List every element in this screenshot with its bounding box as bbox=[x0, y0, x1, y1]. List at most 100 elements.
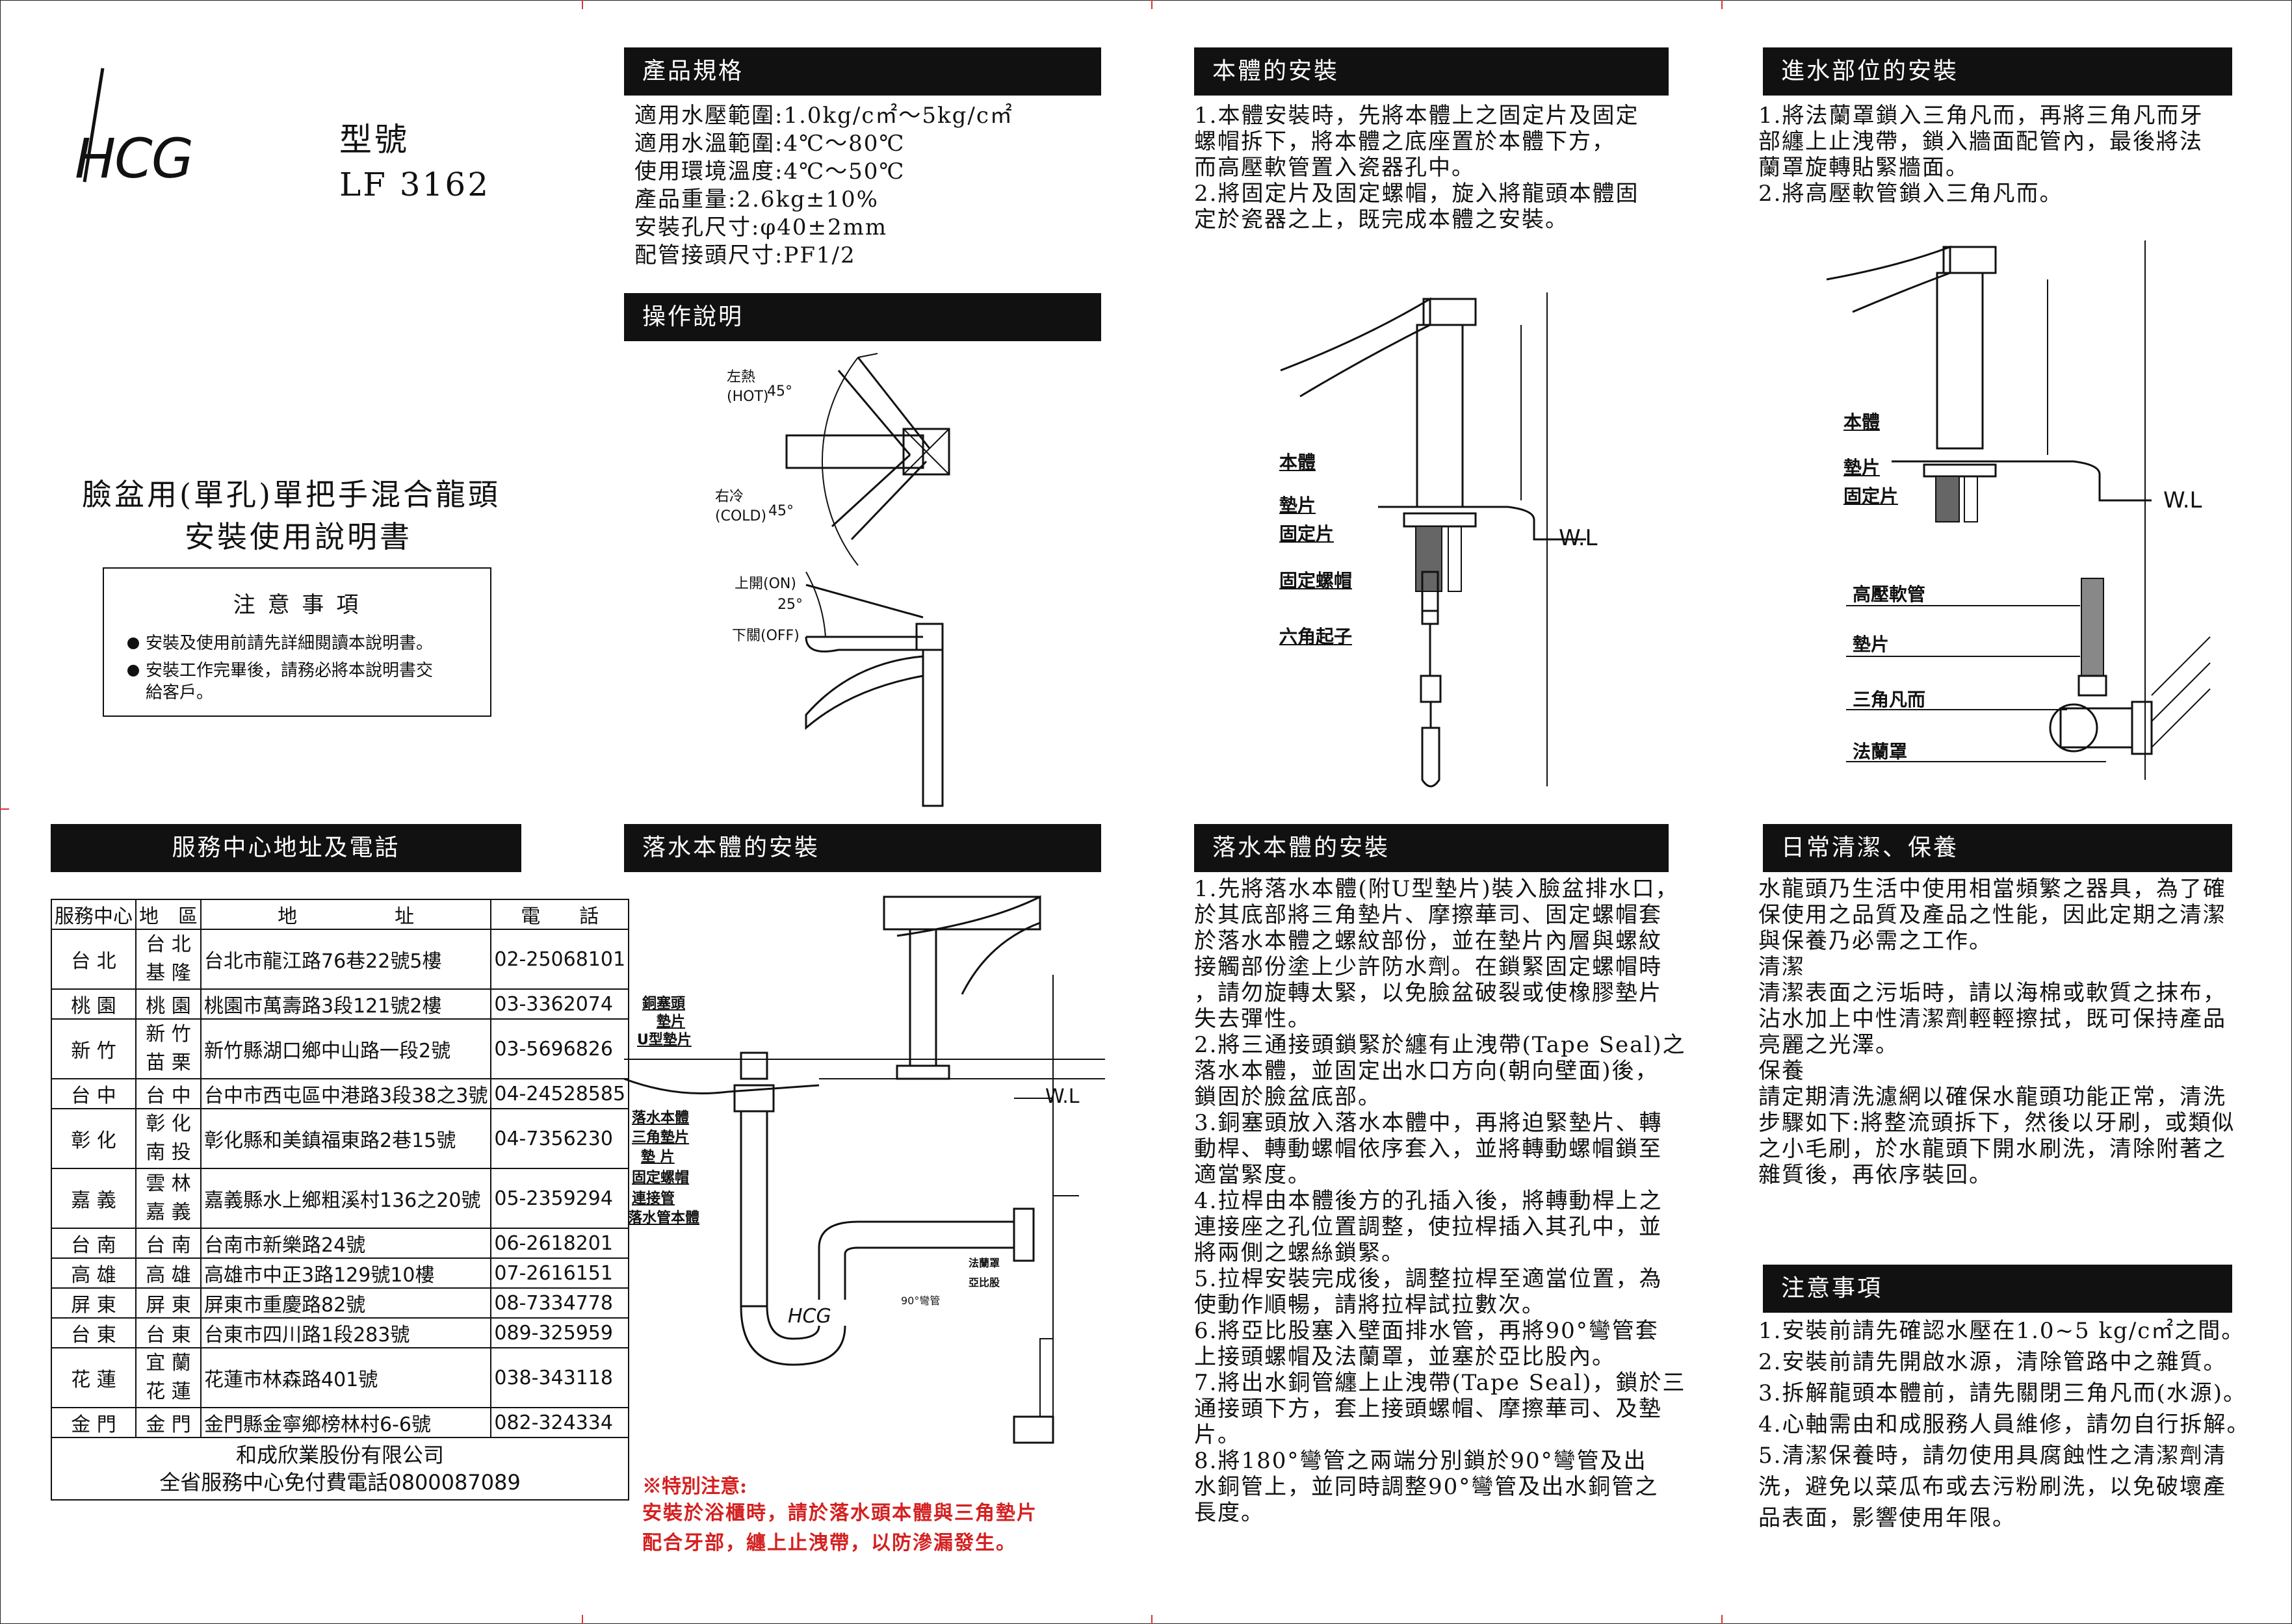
center-cell: 高 雄 bbox=[51, 1257, 137, 1289]
address-cell: 彰化縣和美鎮福東路2巷15號 bbox=[200, 1108, 492, 1169]
notice-box: 注 意 事 項 安裝及使用前請先詳細閱讀本說明書。 安裝工作完畢後，請務必將本說… bbox=[103, 567, 491, 717]
company-cell: 和成欣業股份有限公司 全省服務中心免付費電話0800087089 bbox=[50, 1437, 630, 1501]
center-cell: 台 東 bbox=[51, 1317, 137, 1348]
address-cell: 金門縣金寧鄉榜林村6-6號 bbox=[200, 1407, 492, 1438]
phone-cell: 07-2616151 bbox=[490, 1257, 630, 1289]
notice-item: 安裝及使用前請先詳細閱讀本說明書。 bbox=[146, 634, 434, 653]
spec-line: 安裝孔尺寸:φ40±2mm bbox=[634, 214, 888, 240]
center-cell: 花 蓮 bbox=[51, 1347, 137, 1408]
phone-cell: 04-24528585 bbox=[490, 1078, 630, 1109]
address-cell: 嘉義縣水上鄉粗溪村136之20號 bbox=[200, 1168, 492, 1229]
body-part-label: 固定螺帽 bbox=[1279, 570, 1353, 591]
body-part-label: 六角起子 bbox=[1279, 626, 1353, 647]
service-header: 服務中心地址及電話 bbox=[51, 824, 521, 872]
column-header: 地 址 bbox=[200, 899, 492, 930]
address-cell: 屏東市重慶路82號 bbox=[200, 1287, 492, 1319]
drain-steps-text: 1.先將落水本體(附U型墊片)裝入臉盆排水口， 於其底部將三角墊片、摩擦華司、固… bbox=[1194, 876, 1686, 1526]
notice-item: 安裝工作完畢後，請務必將本說明書交 給客戶。 bbox=[146, 661, 434, 702]
region-cell: 台 北 基 隆 bbox=[135, 929, 202, 990]
address-cell: 台東市四川路1段283號 bbox=[200, 1317, 492, 1348]
region-cell: 彰 化 南 投 bbox=[135, 1108, 202, 1169]
phone-cell: 06-2618201 bbox=[490, 1228, 630, 1259]
table-row: 金 門 金 門 金門縣金寧鄉榜林村6-6號 082-324334 bbox=[51, 1407, 630, 1438]
drain-part-label: 固定螺帽 bbox=[632, 1170, 690, 1186]
drain-part-label: 銅塞頭 bbox=[642, 996, 686, 1012]
notes-header: 注意事項 bbox=[1763, 1265, 2232, 1313]
center-cell: 桃 園 bbox=[51, 988, 137, 1020]
address-cell: 桃園市萬壽路3段121號2樓 bbox=[200, 988, 492, 1020]
inlet-header: 進水部位的安裝 bbox=[1763, 47, 2232, 96]
on-label: 上開(ON) bbox=[735, 576, 796, 592]
inlet-part-label: 墊片 bbox=[1853, 634, 1890, 655]
spec-line: 產品重量:2.6kg±10% bbox=[634, 187, 879, 213]
notice-bullet-icon bbox=[127, 665, 139, 677]
region-cell: 雲 林 嘉 義 bbox=[135, 1168, 202, 1229]
cold-angle: 45° bbox=[768, 503, 794, 519]
service-table: 服務中心 地 區 地 址 電 話 台 北 台 北 基 隆 台北市龍江路76巷22… bbox=[50, 899, 630, 1501]
spec-line: 配管接頭尺寸:PF1/2 bbox=[634, 242, 856, 268]
brand-logo: HCG bbox=[72, 65, 202, 190]
region-cell: 新 竹 苗 栗 bbox=[135, 1018, 202, 1079]
fold-mark bbox=[1151, 1615, 1153, 1624]
notice-bullet-icon bbox=[127, 638, 139, 649]
table-row: 屏 東 屏 東 屏東市重慶路82號 08-7334778 bbox=[51, 1287, 630, 1319]
address-cell: 台北市龍江路76巷22號5樓 bbox=[200, 929, 492, 990]
body-install-diagram bbox=[1280, 292, 1586, 788]
drain-logo: HCG bbox=[788, 1305, 831, 1328]
operation-header: 操作說明 bbox=[624, 293, 1101, 341]
hot-label: 左熱 (HOT) bbox=[727, 369, 769, 405]
spec-line: 使用環境溫度:4℃～50℃ bbox=[634, 159, 905, 185]
phone-cell: 089-325959 bbox=[490, 1317, 630, 1348]
table-row: 高 雄 高 雄 高雄市中正3路129號10樓 07-2616151 bbox=[51, 1257, 630, 1289]
inlet-part-label: 墊片 bbox=[1843, 457, 1881, 478]
column-header: 電 話 bbox=[490, 899, 630, 930]
cleaning-header: 日常清潔、保養 bbox=[1763, 824, 2232, 872]
drain-wl-label: W.L bbox=[1045, 1085, 1080, 1108]
address-cell: 花蓮市林森路401號 bbox=[200, 1347, 492, 1408]
region-cell: 台 南 bbox=[135, 1228, 202, 1259]
table-row: 桃 園 桃 園 桃園市萬壽路3段121號2樓 03-3362074 bbox=[51, 988, 630, 1020]
table-row: 彰 化 彰 化 南 投 彰化縣和美鎮福東路2巷15號 04-7356230 bbox=[51, 1108, 630, 1169]
fold-mark bbox=[1151, 0, 1153, 9]
body-part-label: 墊片 bbox=[1279, 495, 1316, 516]
body-wl-label: W.L bbox=[1559, 525, 1598, 551]
region-cell: 金 門 bbox=[135, 1407, 202, 1438]
table-row: 台 東 台 東 台東市四川路1段283號 089-325959 bbox=[51, 1317, 630, 1348]
hot-angle: 45° bbox=[767, 383, 792, 400]
region-cell: 台 中 bbox=[135, 1078, 202, 1109]
spec-line: 適用水壓範圍:1.0kg/c㎡～5kg/c㎡ bbox=[634, 103, 1013, 129]
logo-text: HCG bbox=[75, 127, 194, 190]
center-cell: 台 北 bbox=[51, 929, 137, 990]
body-part-label: 本體 bbox=[1279, 452, 1316, 473]
phone-cell: 03-3362074 bbox=[490, 988, 630, 1020]
drain-part-label: 連接管 bbox=[632, 1191, 675, 1207]
company-name: 和成欣業股份有限公司 bbox=[236, 1443, 445, 1467]
center-cell: 屏 東 bbox=[51, 1287, 137, 1319]
column-header: 服務中心 bbox=[51, 899, 137, 930]
table-row: 台 中 台 中 台中市西屯區中港路3段38之3號 04-24528585 bbox=[51, 1078, 630, 1109]
company-row: 和成欣業股份有限公司 全省服務中心免付費電話0800087089 bbox=[50, 1437, 630, 1501]
operation-diagram bbox=[785, 353, 950, 807]
service-hotline: 全省服務中心免付費電話0800087089 bbox=[159, 1470, 521, 1495]
warning-title: ※特別注意: bbox=[642, 1475, 748, 1498]
body-install-header: 本體的安裝 bbox=[1194, 47, 1669, 96]
inlet-wl-label: W.L bbox=[2163, 487, 2202, 513]
table-header-row: 服務中心 地 區 地 址 電 話 bbox=[51, 899, 630, 930]
address-cell: 台中市西屯區中港路3段38之3號 bbox=[200, 1078, 492, 1109]
center-cell: 嘉 義 bbox=[51, 1168, 137, 1229]
phone-cell: 04-7356230 bbox=[490, 1108, 630, 1169]
inlet-text: 1.將法蘭罩鎖入三角凡而，再將三角凡而牙 部纏上止洩帶，鎖入牆面配管內，最後將法… bbox=[1758, 103, 2204, 207]
inlet-part-label: 本體 bbox=[1843, 411, 1881, 433]
region-cell: 屏 東 bbox=[135, 1287, 202, 1319]
fold-mark bbox=[0, 808, 9, 810]
phone-cell: 05-2359294 bbox=[490, 1168, 630, 1229]
fold-mark bbox=[1721, 0, 1723, 9]
drain-part-label: U型墊片 bbox=[637, 1032, 692, 1048]
drain-header: 落水本體的安裝 bbox=[624, 824, 1101, 872]
nipple-label: 亞比股 bbox=[969, 1276, 1000, 1289]
center-cell: 台 中 bbox=[51, 1078, 137, 1109]
inlet-part-label: 固定片 bbox=[1843, 485, 1899, 507]
notes-text: 1.安裝前請先確認水壓在1.0~5 kg/c㎡之間。 2.安裝前請先開啟水源，清… bbox=[1758, 1318, 2250, 1531]
table-row: 新 竹 新 竹 苗 栗 新竹縣湖口鄉中山路一段2號 03-5696826 bbox=[51, 1018, 630, 1079]
phone-cell: 02-25068101 bbox=[490, 929, 630, 990]
